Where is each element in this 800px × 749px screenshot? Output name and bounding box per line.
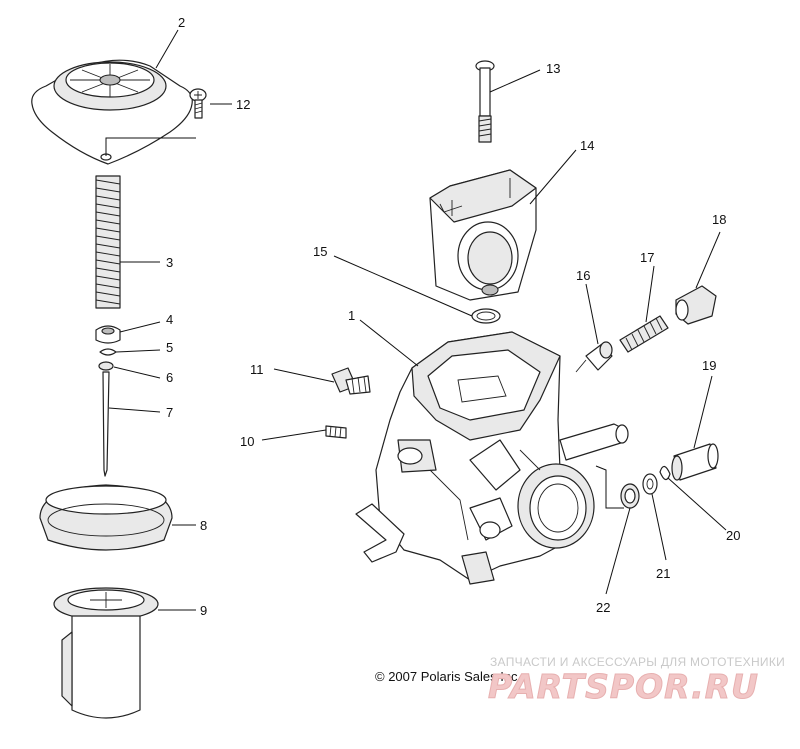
part-19-sleeve [671, 443, 719, 481]
part-17-spring [619, 315, 669, 353]
leader-22 [605, 507, 631, 595]
leader-1 [359, 319, 419, 367]
part-4-spring-seat [95, 325, 121, 344]
leader-18 [695, 231, 721, 289]
callout-20: 20 [726, 528, 740, 543]
callout-19: 19 [702, 358, 716, 373]
callout-17: 17 [640, 250, 654, 265]
part-22-seal [620, 483, 640, 509]
leader-7 [108, 407, 161, 413]
callout-8: 8 [200, 518, 207, 533]
part-15-o-ring [471, 308, 501, 324]
leader-12 [105, 103, 232, 156]
part-14-throttle-bracket [429, 169, 537, 301]
callout-15: 15 [313, 244, 327, 259]
callout-18: 18 [712, 212, 726, 227]
part-8-diaphragm [39, 484, 173, 551]
part-21-washer [642, 473, 658, 495]
callout-6: 6 [166, 370, 173, 385]
copyright-notice: © 2007 Polaris Sales Inc. [375, 669, 521, 684]
leader-15 [333, 255, 473, 317]
leader-17 [645, 265, 655, 323]
callout-2: 2 [178, 15, 185, 30]
part-5-e-clip [99, 348, 117, 356]
leader-20 [667, 477, 727, 531]
leader-body-22 [595, 465, 624, 509]
part-6-washer [98, 361, 114, 371]
part-9-throttle-slide [53, 587, 159, 719]
callout-4: 4 [166, 312, 173, 327]
part-1-carburetor-body [355, 331, 629, 585]
callout-7: 7 [166, 405, 173, 420]
leader-10 [261, 429, 327, 441]
leader-16 [585, 283, 599, 345]
leader-14 [529, 149, 577, 205]
part-7-jet-needle [102, 371, 110, 477]
callout-22: 22 [596, 600, 610, 615]
callout-13: 13 [546, 61, 560, 76]
part-12-cap-screw [189, 88, 207, 119]
watermark-tagline: ЗАПЧАСТИ И АКСЕССУАРЫ ДЛЯ МОТОТЕХНИКИ [490, 655, 785, 669]
leader-2 [155, 29, 179, 69]
callout-12: 12 [236, 97, 250, 112]
leader-5 [115, 349, 161, 353]
part-10-idle-screw [325, 425, 347, 439]
callout-9: 9 [200, 603, 207, 618]
callout-11: 11 [250, 362, 264, 377]
callout-labels: 2 12 3 4 5 6 7 8 9 13 14 15 1 11 10 16 1… [166, 15, 740, 618]
part-3-spring [95, 175, 121, 309]
callout-14: 14 [580, 138, 594, 153]
part-11-bolt [331, 367, 371, 395]
callout-10: 10 [240, 434, 254, 449]
leader-6 [113, 366, 161, 379]
watermark-logo: PARTSPOR.RU [488, 667, 759, 706]
leader-4 [119, 321, 161, 333]
callout-21: 21 [656, 566, 670, 581]
callout-3: 3 [166, 255, 173, 270]
part-20-clip [659, 465, 671, 481]
part-18-nut [675, 285, 717, 325]
leader-19 [693, 375, 713, 449]
callout-16: 16 [576, 268, 590, 283]
leader-11 [273, 368, 335, 383]
part-13-long-screw [475, 60, 495, 143]
callout-5: 5 [166, 340, 173, 355]
part-16-plunger [575, 341, 613, 373]
leader-lines [105, 29, 727, 611]
part-2-top-cap [31, 59, 193, 165]
callout-1: 1 [348, 308, 355, 323]
leader-13 [489, 69, 541, 93]
leader-21 [651, 493, 667, 561]
